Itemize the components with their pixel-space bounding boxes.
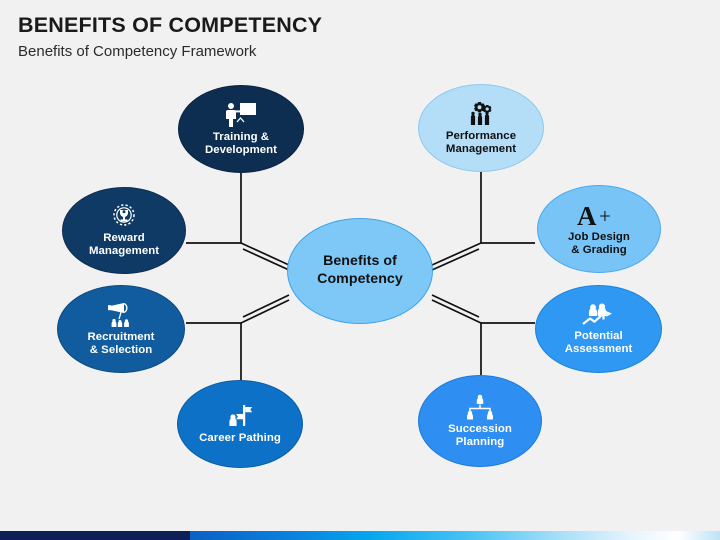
megaphone-hiring-icon: [105, 302, 137, 328]
connector-hub-upper-left-a: [240, 242, 290, 266]
footer-bar-navy-segment: [0, 531, 190, 540]
a-plus-grade-icon: A +: [576, 201, 622, 231]
presenter-whiteboard-icon: [224, 102, 258, 128]
connector-hub-lower-left-b: [242, 294, 290, 318]
footer-accent-bar: [0, 531, 720, 540]
node-label: Job Design & Grading: [568, 230, 630, 256]
connector-hub-lower-right-b: [431, 294, 480, 318]
node-label: Potential Assessment: [564, 329, 633, 355]
node-training-development[interactable]: Training & Development: [178, 85, 304, 173]
node-center-benefits-of-competency[interactable]: Benefits of Competency: [287, 218, 433, 324]
svg-text:A: A: [577, 202, 597, 228]
page-subtitle: Benefits of Competency Framework: [18, 42, 257, 60]
trophy-badge-icon: [109, 203, 139, 229]
node-job-design-grading[interactable]: A + Job Design & Grading: [537, 185, 661, 273]
node-label: Succession Planning: [448, 422, 512, 448]
node-label: Performance Management: [445, 129, 517, 155]
node-succession-planning[interactable]: Succession Planning: [418, 375, 542, 467]
node-label: Recruitment & Selection: [87, 330, 155, 356]
footer-bar-gradient-segment: [190, 531, 720, 540]
connector-hub-upper-right-a: [431, 242, 482, 266]
page-title: BENEFITS OF COMPETENCY: [18, 13, 323, 37]
connector-hub-upper-left-b: [242, 248, 290, 271]
node-label: Reward Management: [88, 232, 160, 257]
gears-people-icon: [465, 101, 497, 127]
node-career-pathing[interactable]: Career Pathing: [177, 380, 303, 468]
node-potential-assessment[interactable]: Potential Assessment: [535, 285, 662, 373]
node-reward-management[interactable]: Reward Management: [62, 187, 186, 274]
signpost-icon: [225, 403, 255, 429]
svg-text:+: +: [599, 204, 611, 228]
node-label: Training & Development: [204, 130, 278, 156]
connector-hub-upper-right-b: [431, 248, 480, 271]
node-performance-management[interactable]: Performance Management: [418, 84, 544, 172]
node-recruitment-selection[interactable]: Recruitment & Selection: [57, 285, 185, 373]
connector-hub-lower-left-a: [240, 299, 290, 324]
slide-header: BENEFITS OF COMPETENCY Benefits of Compe…: [18, 13, 678, 60]
node-label: Career Pathing: [199, 432, 281, 445]
connector-hub-lower-right-a: [431, 299, 482, 324]
org-chart-icon: [463, 394, 497, 420]
center-label: Benefits of Competency: [317, 253, 403, 287]
people-growth-arrow-icon: [581, 303, 616, 327]
